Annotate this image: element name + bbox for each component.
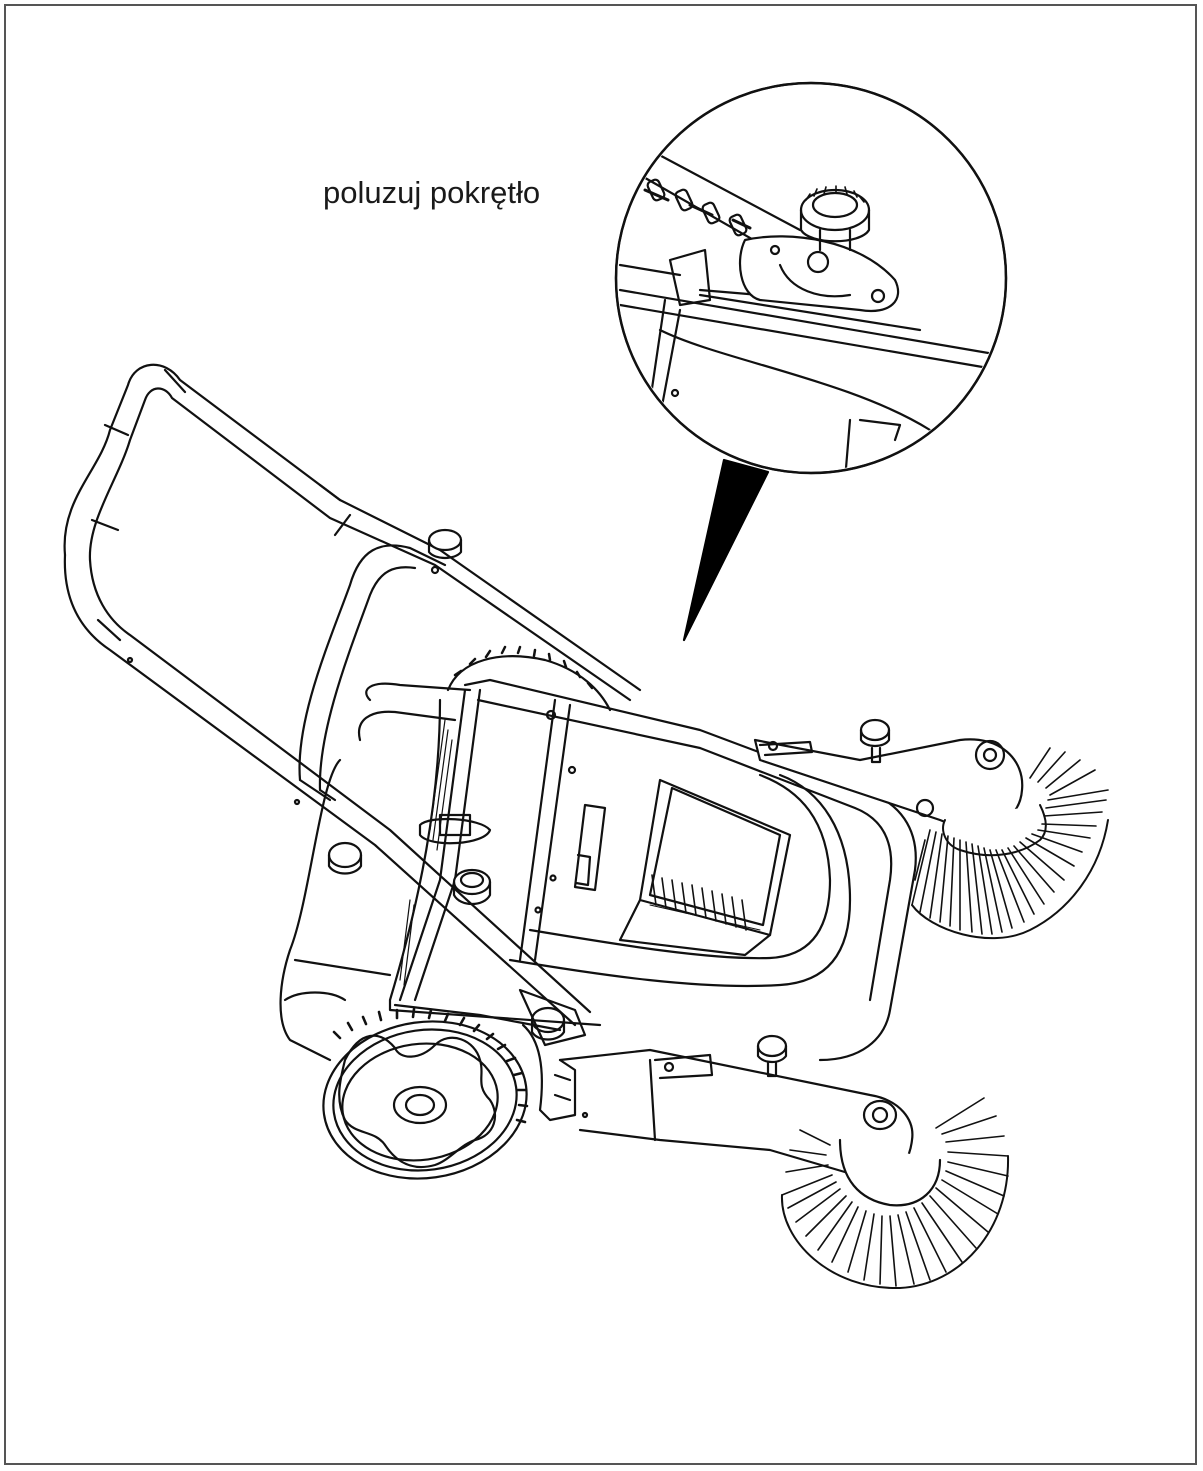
front-wheel bbox=[322, 1007, 589, 1180]
sweeper-body bbox=[279, 565, 917, 1062]
callout-label: poluzuj pokrętło bbox=[323, 175, 541, 210]
side-brush-lower bbox=[780, 1097, 1010, 1290]
detail-magnifier bbox=[614, 81, 1008, 642]
magnifier-pointer bbox=[682, 458, 770, 642]
handle bbox=[63, 363, 642, 1047]
side-brush-upper bbox=[911, 747, 1109, 940]
figure-frame bbox=[4, 4, 1197, 1465]
side-brush-lower-arm bbox=[558, 1034, 942, 1207]
side-brush-upper-arm bbox=[753, 718, 1024, 831]
detail-contents bbox=[618, 148, 1002, 471]
